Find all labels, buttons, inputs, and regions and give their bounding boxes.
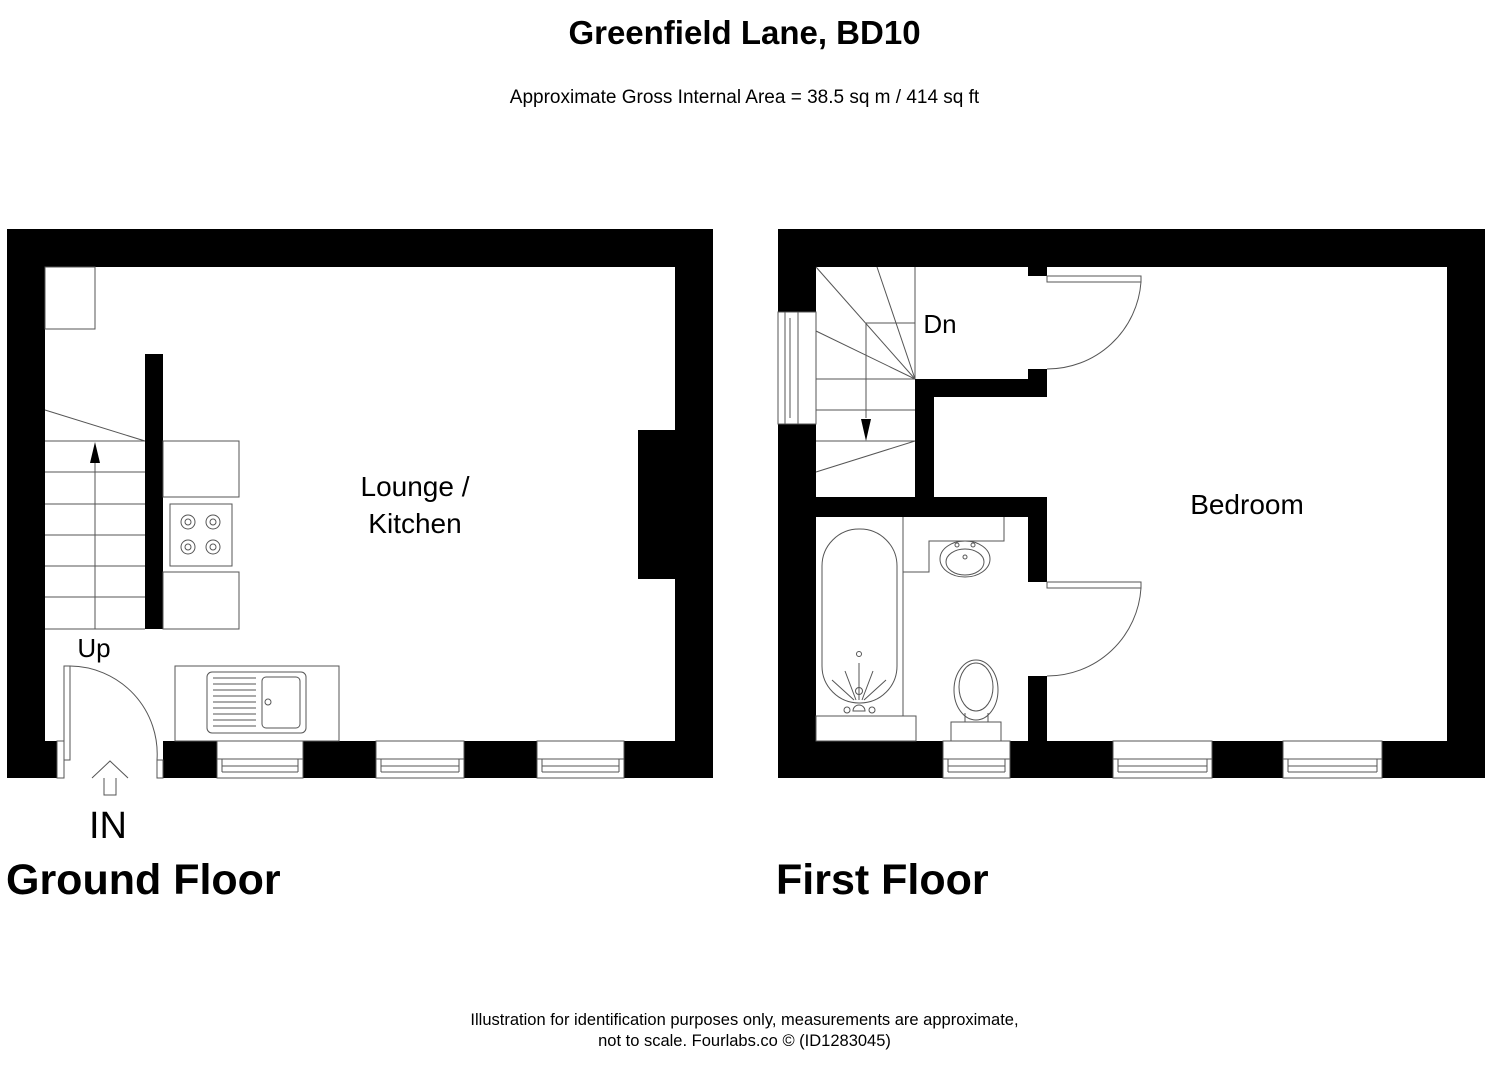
entrance-door: [56, 665, 164, 779]
chimney-breast: [638, 430, 678, 579]
disclaimer-line-1: Illustration for identification purposes…: [470, 1011, 1019, 1029]
bathtub: [821, 528, 898, 704]
stairs-down-label: Dn: [923, 309, 956, 339]
ground-floor-windows: [216, 740, 625, 779]
room-label-lounge: Lounge /: [361, 471, 470, 502]
bedroom-door-upper: [1046, 275, 1142, 370]
entrance-label: IN: [89, 805, 127, 847]
first-floor-label: First Floor: [776, 856, 989, 904]
hob: [169, 503, 233, 567]
stairs-down-arrow-icon: [861, 419, 871, 441]
ground-floor-label: Ground Floor: [6, 856, 281, 904]
first-floor-windows: [942, 740, 1383, 779]
ground-floor-stairs: [44, 409, 146, 630]
stair-partition-wall: [145, 354, 163, 629]
disclaimer-line-2: not to scale. Fourlabs.co © (ID1283045): [598, 1032, 891, 1050]
washbasin: [939, 540, 991, 578]
ground-floor-walls: [7, 229, 713, 778]
first-floor-side-window: [777, 311, 817, 425]
stairs-up-label: Up: [77, 633, 110, 663]
sink-unit: [174, 665, 340, 742]
cupboard-outline: [44, 266, 96, 330]
stairs-up-arrow-icon: [90, 442, 100, 463]
room-label-kitchen: Kitchen: [368, 508, 461, 539]
disclaimer: Illustration for identification purposes…: [0, 1010, 1489, 1052]
entrance-arrow-icon: [91, 760, 129, 796]
first-floor-stairs: [815, 266, 916, 473]
plan-title: Greenfield Lane, BD10: [568, 14, 921, 51]
kitchen-units: [162, 440, 340, 742]
bathroom-fixtures: [815, 517, 1005, 742]
first-floor-plan: Dn Bedroom: [777, 229, 1485, 779]
gross-area-text: Approximate Gross Internal Area = 38.5 s…: [509, 87, 980, 108]
toilet: [953, 659, 999, 721]
ground-floor-plan: Lounge / Kitchen Up IN: [7, 229, 713, 847]
first-floor-walls: [778, 229, 1485, 778]
bathroom-door: [1046, 581, 1142, 677]
room-label-bedroom: Bedroom: [1190, 489, 1304, 520]
